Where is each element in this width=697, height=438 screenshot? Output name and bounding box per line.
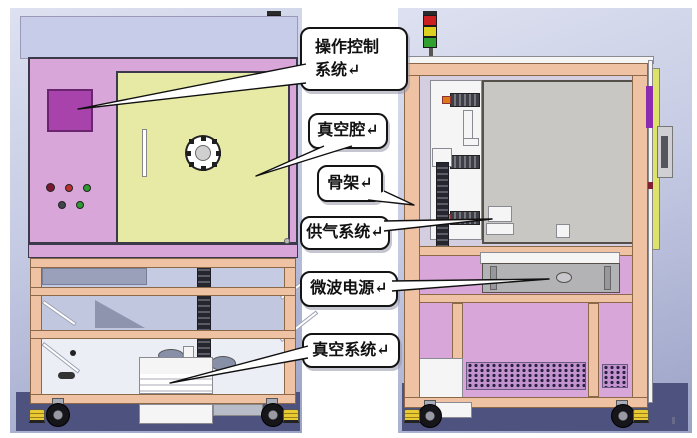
panel-button-red <box>65 184 73 192</box>
gas-supply-block <box>486 223 514 235</box>
callout-frame-label: 骨架↵ <box>327 174 373 192</box>
porthole-bolt <box>189 139 194 144</box>
frame-beam <box>30 394 296 404</box>
stray-mark <box>672 417 675 424</box>
frame-beam <box>30 287 296 296</box>
frame-beam <box>30 330 296 339</box>
frame-beam <box>404 397 648 408</box>
gas-supply-block <box>488 206 512 222</box>
frame-column <box>404 63 420 404</box>
porthole-window <box>195 145 211 161</box>
panel-button-dark <box>58 201 66 209</box>
door-handle-slot <box>661 136 668 168</box>
psu-endcap <box>604 266 611 290</box>
pump-pill <box>58 372 75 379</box>
tower-red-light <box>423 15 437 26</box>
gas-fitting-body <box>450 155 480 169</box>
porthole-bolt <box>189 162 194 167</box>
callout-operation-control: 操作控制 系统↵ <box>300 27 408 91</box>
callout-microwave-power-label: 微波电源↵ <box>310 280 388 298</box>
gas-supply-block-small <box>556 224 570 238</box>
caster-wheel <box>46 403 70 427</box>
callout-gas-supply: 供气系统↵ <box>300 216 390 250</box>
shelf-interior-mid <box>42 296 284 330</box>
callout-vacuum-chamber-label: 真空腔↵ <box>317 122 379 140</box>
psu-port-oval <box>556 272 572 283</box>
vent-mesh <box>466 362 586 390</box>
caster-wheel <box>611 404 635 428</box>
caster-wheel <box>261 403 285 427</box>
door-handle <box>142 129 147 177</box>
gas-tube <box>463 110 473 140</box>
panel-button-green <box>76 201 84 209</box>
signal-tower-cap <box>267 11 281 15</box>
leveling-foot <box>283 409 299 423</box>
door-edge-purple-strip <box>646 86 653 128</box>
callout-microwave-power: 微波电源↵ <box>300 271 398 307</box>
vent-mesh-small <box>602 364 628 388</box>
callout-vacuum-system: 真空系统↵ <box>302 333 400 368</box>
gas-fitting-body <box>450 93 480 107</box>
frame-column <box>588 303 599 397</box>
panel-button-green <box>83 184 91 192</box>
tower-yellow-light <box>423 26 437 37</box>
frame-beam <box>404 63 648 76</box>
signal-tower-pole <box>429 48 433 59</box>
callout-vacuum-chamber: 真空腔↵ <box>308 113 388 149</box>
callout-operation-control-label: 操作控制 系统↵ <box>315 38 380 79</box>
tower-green-light <box>423 37 437 48</box>
compressor-box <box>417 358 463 402</box>
callout-vacuum-system-label: 真空系统↵ <box>312 341 390 359</box>
signal-tower-cap <box>423 11 437 15</box>
frame-beam <box>404 294 648 303</box>
keyboard-tray <box>42 268 147 285</box>
gas-tube-elbow <box>463 138 479 146</box>
door-latch-dot <box>648 182 653 189</box>
porthole-bolt <box>212 162 217 167</box>
callout-frame: 骨架↵ <box>317 165 383 202</box>
porthole-bolt <box>201 136 206 141</box>
frame-beam <box>30 258 296 268</box>
pump-tray <box>213 404 263 416</box>
leveling-foot <box>633 409 649 423</box>
porthole-bolt <box>212 139 217 144</box>
pump-knob <box>70 350 76 356</box>
pump-dome <box>210 356 236 371</box>
porthole-bolt <box>201 166 206 171</box>
door-hinge-dot <box>284 238 290 244</box>
microwave-psu-box <box>482 263 620 293</box>
cabinet-skirt <box>28 244 298 258</box>
caster-wheel <box>418 404 442 428</box>
panel-button-maroon <box>46 183 55 192</box>
callout-gas-supply-label: 供气系统↵ <box>306 224 384 242</box>
porthole-bolt <box>186 151 191 156</box>
control-screen <box>47 89 93 132</box>
gas-fitting-tip <box>442 96 451 104</box>
leveling-foot <box>404 409 420 423</box>
gas-fitting-body <box>450 211 480 225</box>
cabinet-top-face <box>20 16 298 59</box>
porthole-flange <box>185 135 221 171</box>
pump-base <box>139 404 213 424</box>
psu-endcap <box>490 266 497 290</box>
porthole-bolt <box>216 151 221 156</box>
pump-stripes <box>140 374 212 393</box>
leveling-foot <box>29 409 45 423</box>
